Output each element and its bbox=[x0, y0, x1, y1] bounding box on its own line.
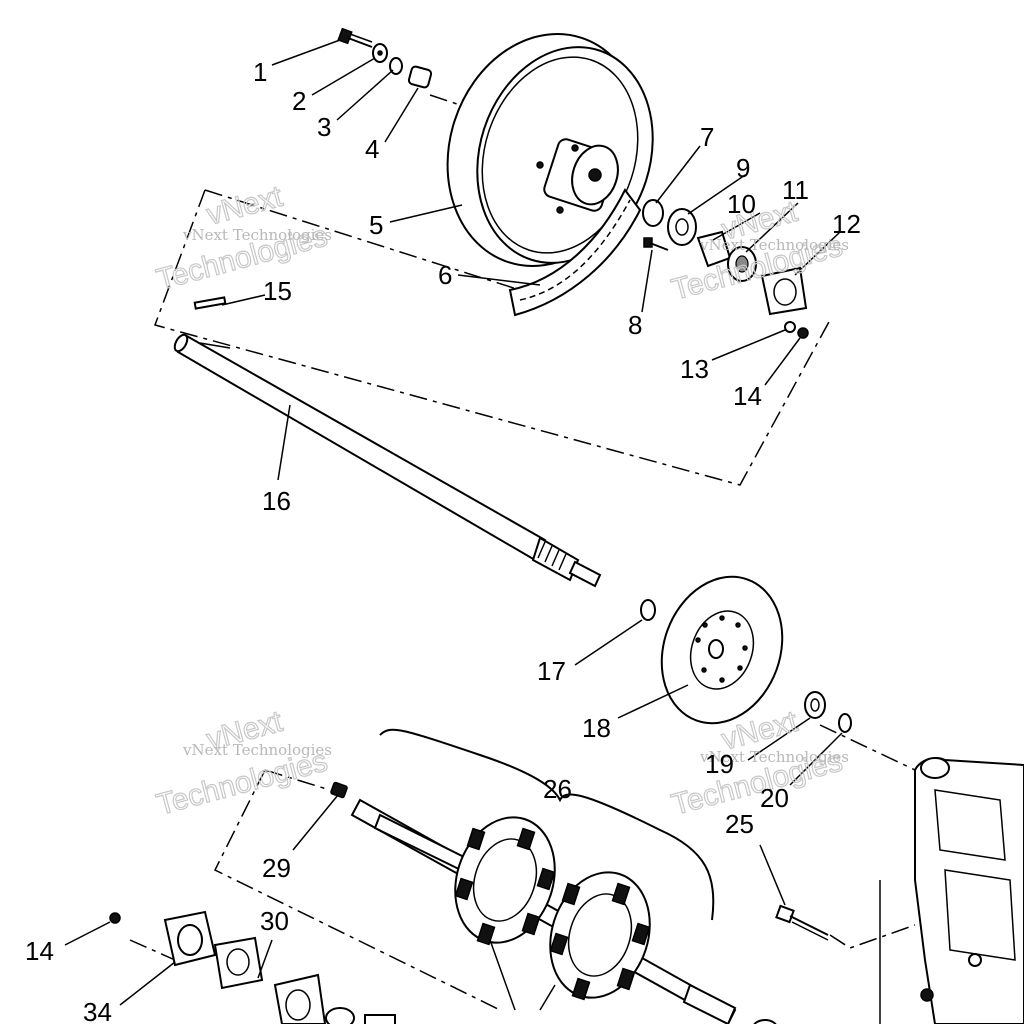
upper-assembly-bracket bbox=[154, 189, 831, 486]
part-18-brake-disc bbox=[660, 575, 784, 725]
upper-assembly-bracket-top bbox=[204, 189, 521, 291]
bearing-housing-lower bbox=[273, 973, 777, 1024]
callout-34: 34 bbox=[83, 997, 112, 1024]
callout-7: 7 bbox=[700, 122, 714, 152]
callout-14: 14 bbox=[733, 381, 762, 411]
part-19-seal bbox=[804, 691, 826, 719]
svg-text:vNext Technologies: vNext Technologies bbox=[182, 741, 332, 759]
callout-2: 2 bbox=[292, 86, 306, 116]
axis-line-upper bbox=[429, 94, 461, 106]
part-7-washer bbox=[642, 199, 664, 227]
part-13-washer bbox=[784, 321, 796, 333]
part-12-housing bbox=[760, 266, 808, 316]
chassis-casting bbox=[879, 757, 1024, 1024]
part-1-bolt bbox=[337, 27, 373, 48]
callout-13: 13 bbox=[680, 354, 709, 384]
callout-19: 19 bbox=[705, 749, 734, 779]
callout-1: 1 bbox=[253, 57, 267, 87]
svg-text:vNext: vNext bbox=[203, 180, 286, 232]
part-17-circlip bbox=[640, 599, 656, 621]
part-26-sprocket-shaft bbox=[350, 798, 737, 1024]
part-26-brace bbox=[379, 728, 715, 921]
part-30-flange bbox=[213, 936, 264, 990]
leader-lines bbox=[64, 39, 843, 1011]
svg-text:vNext Technologies: vNext Technologies bbox=[182, 226, 332, 244]
part-14-nut bbox=[797, 327, 809, 339]
callout-29: 29 bbox=[262, 853, 291, 883]
watermark-top-right: vNext Technologies vNext Technologies bbox=[668, 194, 849, 307]
callout-11: 11 bbox=[782, 175, 809, 205]
callout-26: 26 bbox=[543, 774, 572, 804]
svg-text:vNext Technologies: vNext Technologies bbox=[699, 748, 849, 766]
watermark-top: vNext Technologies vNext Technologies bbox=[153, 179, 332, 297]
part-8-bolt bbox=[643, 237, 669, 251]
part-25-bolt bbox=[775, 904, 829, 941]
part-4-spacer bbox=[407, 65, 433, 89]
callout-25: 25 bbox=[725, 809, 754, 839]
callout-9: 9 bbox=[736, 153, 750, 183]
part-9-seal bbox=[667, 208, 697, 246]
callout-4: 4 bbox=[365, 134, 379, 164]
watermark-bottom-right: vNext Technologies vNext Technologies bbox=[668, 704, 849, 822]
callout-10: 10 bbox=[727, 189, 756, 219]
callout-15: 15 bbox=[263, 276, 292, 306]
part-29-set-screw bbox=[330, 781, 348, 799]
callout-20: 20 bbox=[760, 783, 789, 813]
part-20-o-ring bbox=[838, 713, 852, 733]
callout-labels: 1 2 3 4 5 6 7 8 9 10 11 12 13 14 15 16 1… bbox=[25, 57, 861, 1024]
part-16-drive-shaft bbox=[173, 333, 602, 588]
part-6-chain bbox=[508, 188, 642, 317]
callout-8: 8 bbox=[628, 310, 642, 340]
callout-30: 30 bbox=[260, 906, 289, 936]
callout-16: 16 bbox=[262, 486, 291, 516]
bearing-axis-line bbox=[129, 939, 176, 961]
callout-14-lower: 14 bbox=[25, 936, 54, 966]
callout-5: 5 bbox=[369, 210, 383, 240]
callout-6: 6 bbox=[438, 260, 452, 290]
callout-18: 18 bbox=[582, 713, 611, 743]
callout-17: 17 bbox=[537, 656, 566, 686]
svg-text:vNext Technologies: vNext Technologies bbox=[699, 236, 849, 254]
lower-assembly-bracket-top bbox=[264, 769, 331, 791]
part-5-drive-drum bbox=[446, 32, 654, 268]
callout-12: 12 bbox=[832, 209, 861, 239]
callout-3: 3 bbox=[317, 112, 331, 142]
watermark-bottom: vNext Technologies vNext Technologies bbox=[153, 704, 332, 822]
axis-line-lower bbox=[819, 724, 916, 771]
bolt-axis-line bbox=[829, 924, 916, 949]
lower-assembly-bracket bbox=[213, 769, 501, 1011]
part-14-nut-lower bbox=[109, 912, 121, 924]
part-15-key bbox=[193, 296, 227, 310]
part-34-housing bbox=[163, 910, 217, 967]
